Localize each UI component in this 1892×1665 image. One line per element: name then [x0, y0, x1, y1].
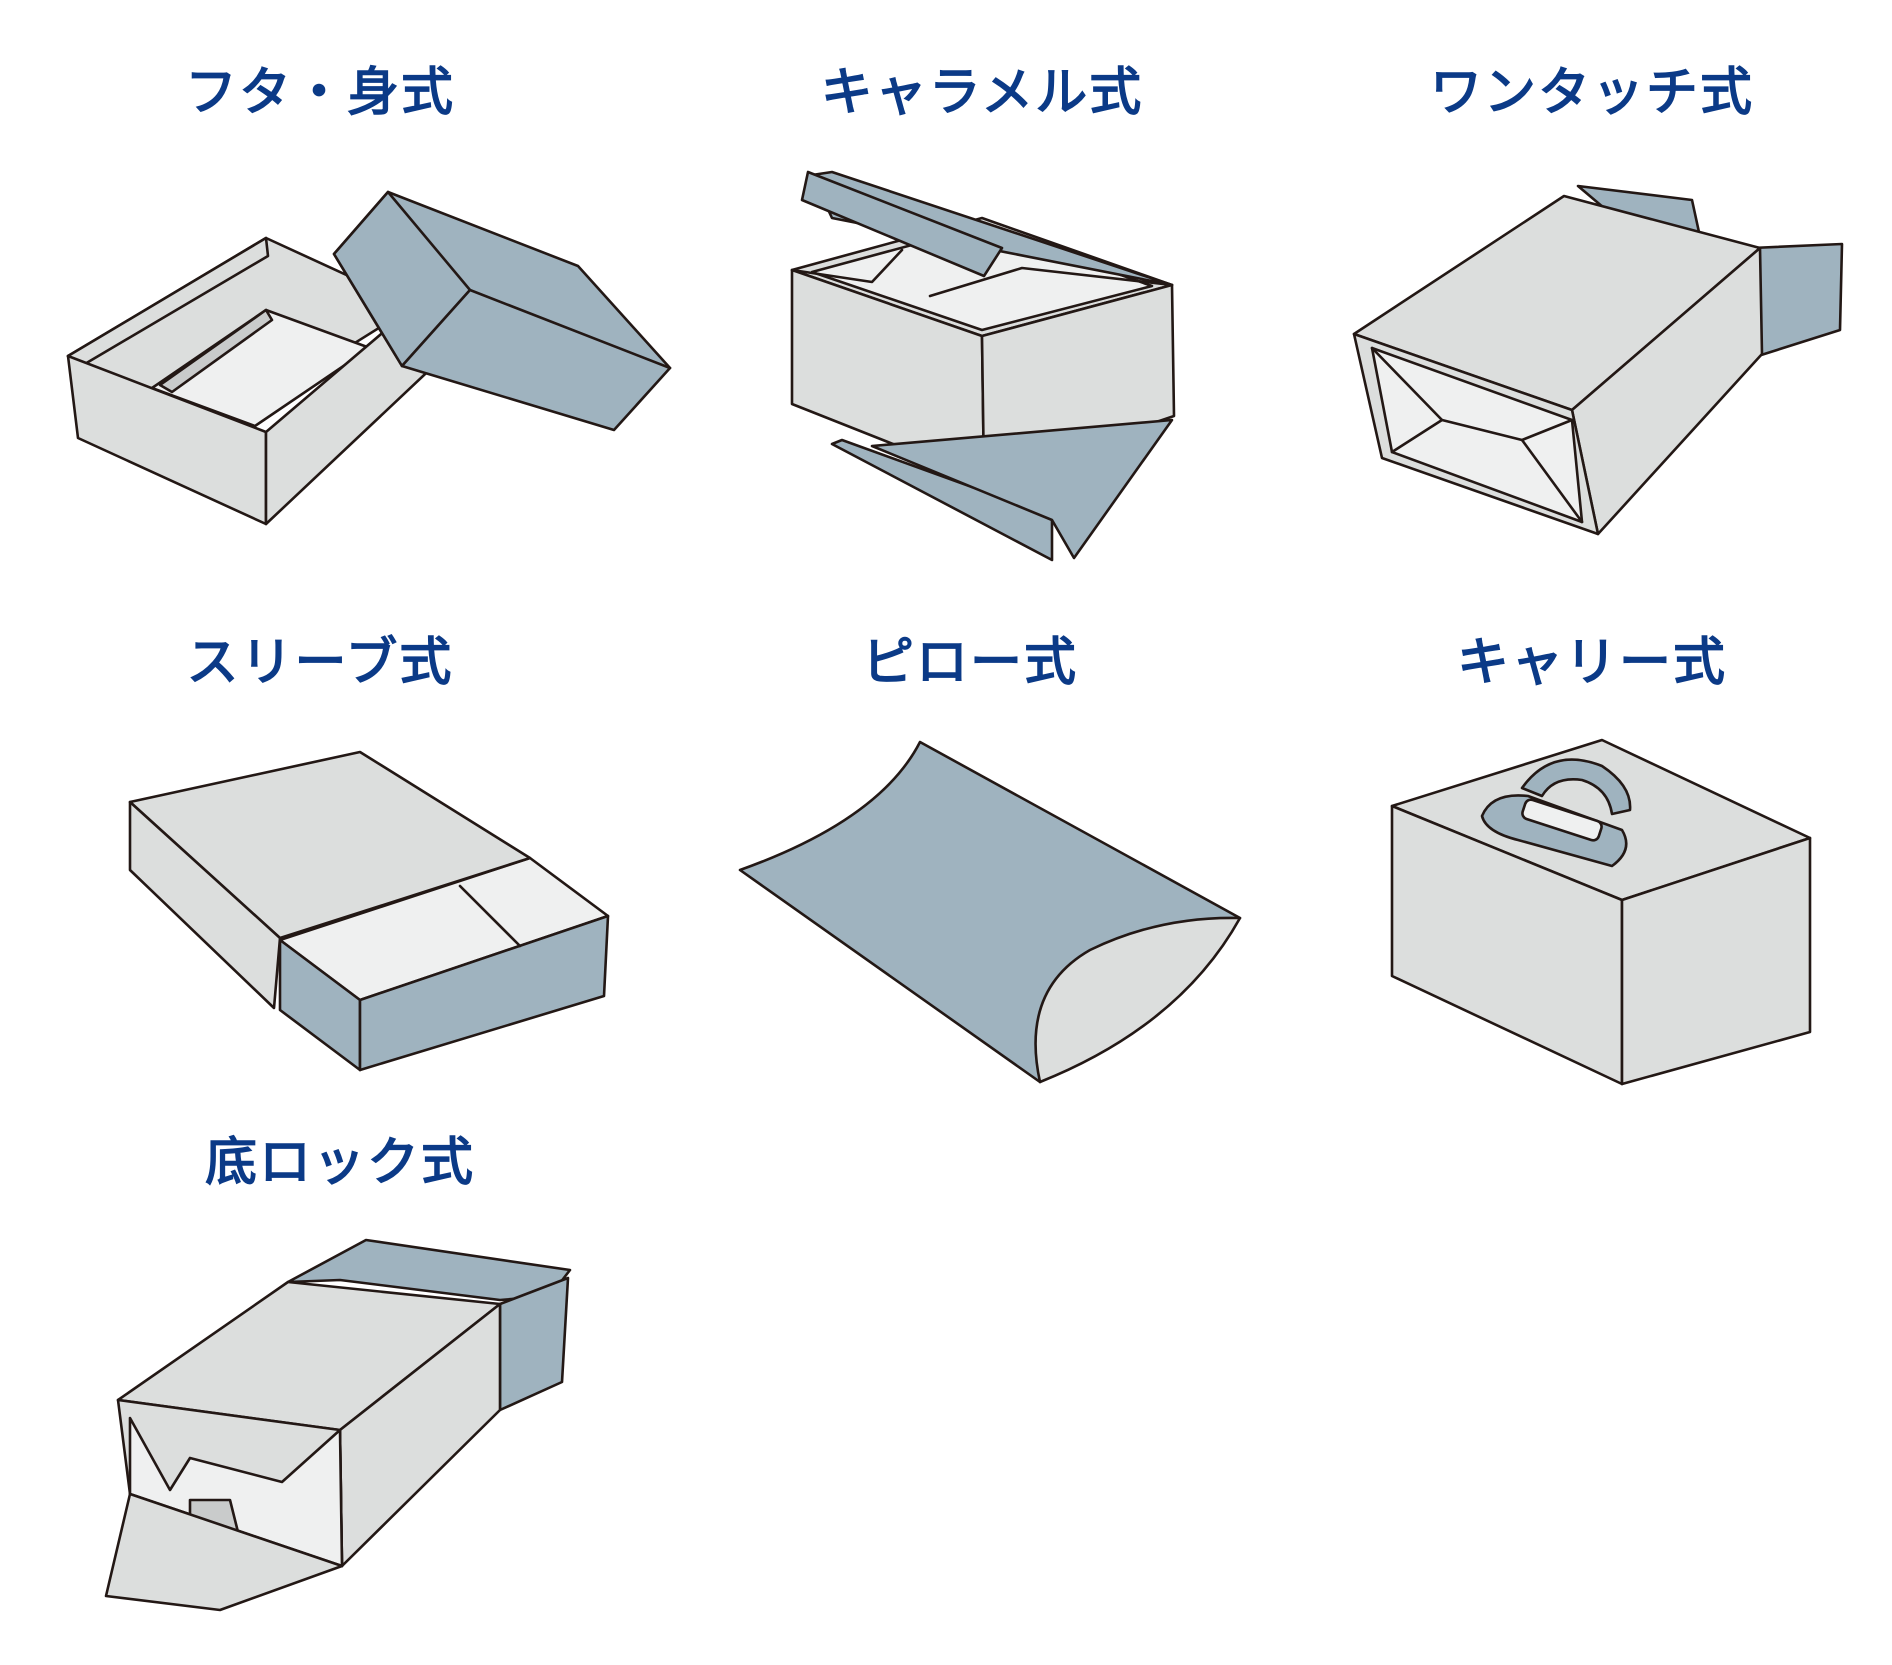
box-type-pillow: ピロー式 [660, 570, 1280, 1130]
one-touch-box-illustration [1352, 184, 1844, 536]
box-type-sleeve: スリーブ式 [10, 570, 630, 1130]
box-type-lid-base: フタ・身式 [10, 0, 672, 560]
caramel-box-illustration [790, 170, 1176, 562]
box-type-title: ワンタッチ式 [1429, 63, 1754, 123]
box-type-caramel: キャラメル式 [672, 0, 1292, 562]
box-type-title: ピロー式 [861, 633, 1078, 693]
box-type-title: スリーブ式 [186, 633, 454, 693]
pillow-box-illustration [738, 740, 1242, 1084]
box-type-title: キャラメル式 [820, 63, 1144, 123]
box-type-one-touch: ワンタッチ式 [1282, 0, 1892, 560]
carry-box-illustration [1390, 738, 1812, 1086]
bottom-lock-box-illustration [104, 1238, 572, 1612]
box-type-bottom-lock: 底ロック式 [30, 1070, 650, 1630]
box-type-title: 底ロック式 [204, 1133, 475, 1193]
sleeve-box-illustration [128, 750, 610, 1072]
box-type-carry: キャリー式 [1282, 570, 1892, 1130]
lid-base-box-illustration [66, 190, 672, 526]
box-type-title: キャリー式 [1456, 633, 1727, 693]
box-type-title: フタ・身式 [184, 63, 455, 123]
